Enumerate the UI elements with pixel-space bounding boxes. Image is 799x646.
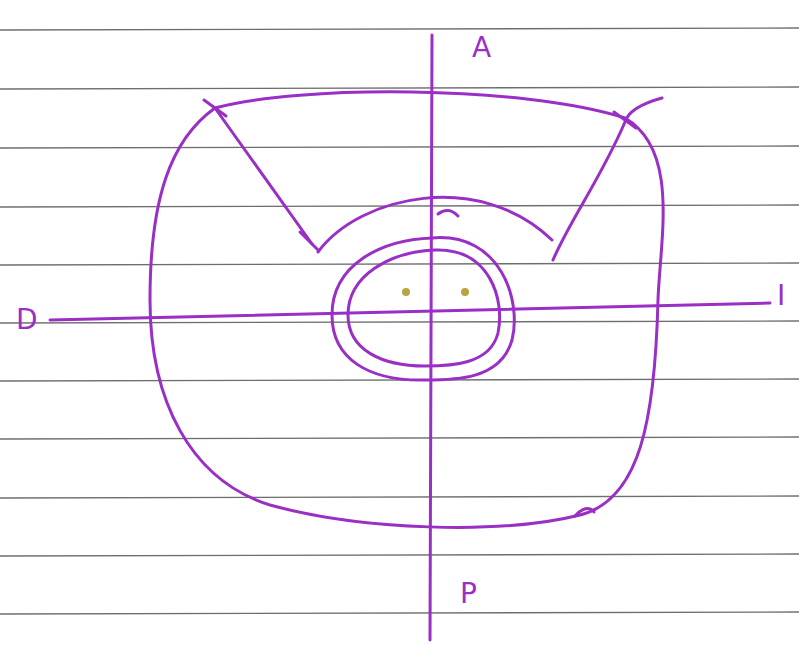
vertical-axis	[430, 35, 432, 640]
outer-ring	[332, 238, 514, 380]
axis-letter: I	[777, 282, 785, 310]
outer-outline	[150, 92, 663, 528]
leader-line	[215, 108, 312, 244]
axis-letter: D	[16, 306, 38, 334]
dot	[402, 288, 410, 296]
inner-ring	[348, 250, 500, 366]
tick-mark	[204, 100, 226, 116]
axis-letter: A	[472, 34, 491, 62]
arc	[318, 197, 552, 252]
dot	[461, 288, 469, 296]
tick-mark	[575, 509, 594, 516]
tick-mark	[614, 112, 636, 128]
ruled-lines	[0, 28, 799, 614]
tick-mark	[438, 210, 458, 216]
axis-letter: P	[460, 580, 477, 608]
tick-mark	[300, 232, 318, 250]
tooth-sketch	[50, 35, 770, 640]
horizontal-axis	[50, 303, 770, 320]
leader-line	[553, 98, 662, 260]
